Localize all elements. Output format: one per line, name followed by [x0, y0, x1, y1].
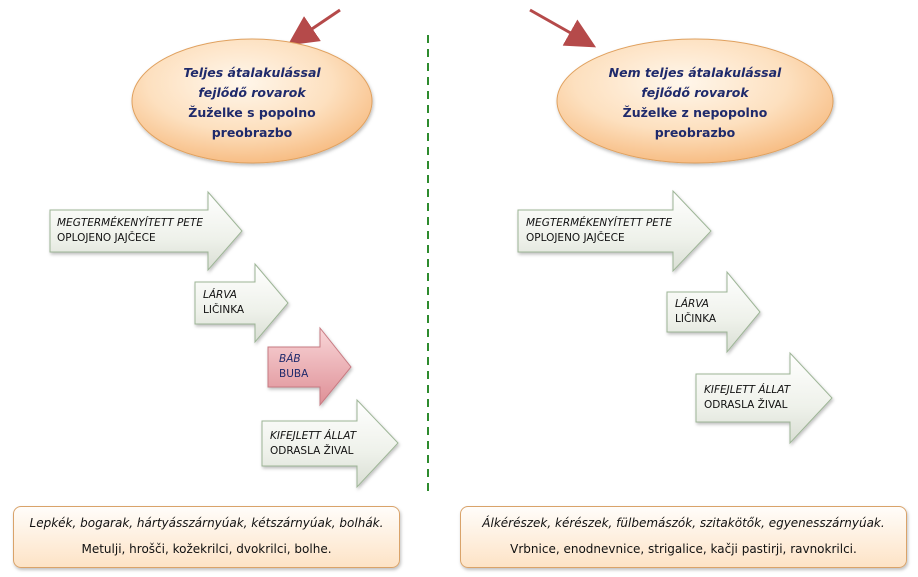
right-stage-egg-label: MEGTERMÉKENYÍTETT PETE OPLOJENO JAJČECE	[526, 216, 672, 246]
left-stage-larva-label: LÁRVA LIČINKA	[203, 288, 244, 318]
left-arrow-egg	[49, 190, 243, 272]
right-ellipse-line4: preobrazbo	[654, 125, 736, 140]
left-examples-box: Lepkék, bogarak, hártyásszárnyúak, kétsz…	[13, 506, 400, 568]
right-stage-adult-sl: ODRASLA ŽIVAL	[704, 399, 788, 411]
left-examples-sl: Metulji, hrošči, kožekrilci, dvokrilci, …	[81, 542, 332, 556]
right-stage-egg-hu: MEGTERMÉKENYÍTETT PETE	[526, 217, 672, 229]
right-arrow-egg	[517, 189, 712, 273]
right-examples-hu: Álkérészek, kérészek, fülbemászók, szita…	[482, 516, 885, 530]
left-ellipse-line4: preobrazbo	[211, 125, 293, 140]
right-stage-adult-hu: KIFEJLETT ÁLLAT	[704, 384, 791, 396]
right-arrow-larva	[666, 270, 761, 354]
left-arrow-larva	[194, 262, 289, 344]
left-stage-egg-sl: OPLOJENO JAJČECE	[57, 232, 156, 244]
left-stage-pupa-hu: BÁB	[279, 353, 301, 365]
right-stage-larva-label: LÁRVA LIČINKA	[675, 297, 716, 327]
right-ellipse-line1: Nem teljes átalakulással	[608, 65, 782, 80]
right-stage-egg-sl: OPLOJENO JAJČECE	[526, 232, 625, 244]
left-stage-larva-sl: LIČINKA	[203, 304, 245, 316]
left-stage-egg-hu: MEGTERMÉKENYÍTETT PETE	[57, 217, 203, 229]
right-stage-adult-label: KIFEJLETT ÁLLAT ODRASLA ŽIVAL	[704, 383, 790, 413]
left-ellipse-line2: fejlődő rovarok	[198, 85, 306, 100]
left-stage-pupa-label: BÁB BUBA	[279, 352, 308, 382]
left-ellipse-line1: Teljes átalakulással	[183, 65, 321, 80]
left-ellipse-text: Teljes átalakulással fejlődő rovarok Žuž…	[152, 63, 352, 143]
right-pointer-arrow	[529, 8, 597, 48]
left-examples-hu: Lepkék, bogarak, hártyásszárnyúak, kétsz…	[29, 516, 384, 530]
right-ellipse-line2: fejlődő rovarok	[641, 85, 749, 100]
left-ellipse-line3: Žuželke s popolno	[188, 105, 316, 120]
left-stage-adult-sl: ODRASLA ŽIVAL	[270, 445, 354, 457]
right-ellipse	[556, 38, 834, 164]
right-examples-sl: Vrbnice, enodnevnice, strigalice, kačji …	[510, 542, 857, 556]
left-stage-pupa-sl: BUBA	[279, 368, 309, 380]
right-stage-larva-sl: LIČINKA	[675, 313, 717, 325]
left-stage-egg-label: MEGTERMÉKENYÍTETT PETE OPLOJENO JAJČECE	[57, 216, 203, 246]
left-arrow-adult	[261, 398, 399, 489]
right-stage-larva-hu: LÁRVA	[675, 298, 709, 310]
left-arrow-pupa	[267, 326, 352, 407]
right-arrow-adult	[695, 351, 833, 445]
left-stage-adult-hu: KIFEJLETT ÁLLAT	[270, 430, 357, 442]
right-examples-box: Álkérészek, kérészek, fülbemászók, szita…	[460, 506, 907, 568]
left-stage-larva-hu: LÁRVA	[203, 289, 237, 301]
left-ellipse	[131, 38, 373, 164]
left-stage-adult-label: KIFEJLETT ÁLLAT ODRASLA ŽIVAL	[270, 429, 356, 459]
right-ellipse-text: Nem teljes átalakulással fejlődő rovarok…	[585, 63, 805, 143]
right-ellipse-line3: Žuželke z nepopolno	[622, 105, 768, 120]
left-pointer-arrow	[287, 8, 341, 46]
